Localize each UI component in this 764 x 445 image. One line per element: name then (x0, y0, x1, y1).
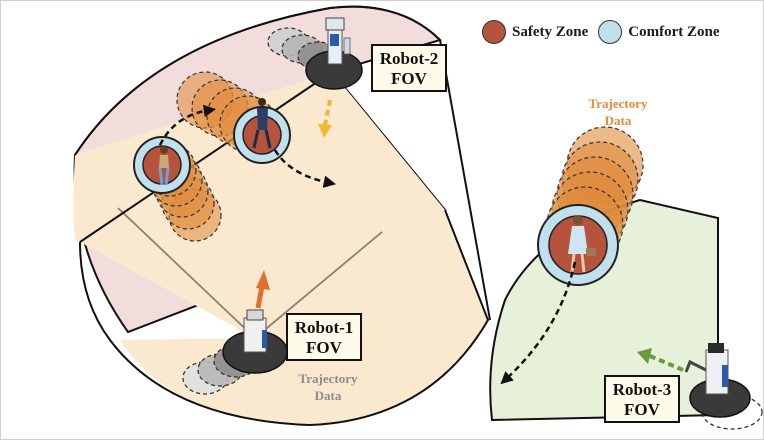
legend: Safety Zone Comfort Zone (482, 18, 729, 46)
robot-1-fov-label: Robot-1 FOV (286, 313, 362, 361)
robot-1-name: Robot-1 (294, 318, 354, 337)
robot-1-trajectory-ghosts (182, 344, 259, 395)
trajectory-label-gray: Trajectory Data (298, 371, 358, 403)
person-head (258, 98, 266, 106)
robot-3-heading-arrow (649, 354, 684, 372)
trajectory-arrow-right (500, 261, 577, 385)
legend-safety-label: Safety Zone (512, 23, 589, 40)
legend-comfort-swatch (598, 20, 623, 44)
person-body (257, 108, 268, 130)
robot-2 (305, 17, 363, 90)
robot-1-heading-arrow (255, 285, 265, 309)
robot-2-fov-label: Robot-2 FOV (371, 44, 447, 92)
person-center-zone (233, 98, 291, 164)
robot-3-name: Robot-3 (612, 380, 672, 399)
robot-3-fov-text: FOV (624, 400, 660, 419)
robot-1-fov-outline (79, 71, 490, 427)
legend-safety-swatch (482, 20, 506, 44)
robot-1-fov-text: FOV (306, 338, 342, 357)
robot-3 (684, 343, 751, 418)
person-head (160, 146, 168, 154)
robot-2-heading-arrow (323, 99, 332, 126)
robot-1-fov-overlap-lines (117, 207, 383, 339)
person-right-zone (537, 204, 619, 286)
robot-1 (222, 309, 288, 374)
robot-2-fov-text: FOV (391, 69, 427, 88)
person-body (568, 226, 588, 254)
robot-2-fov-outline (74, 5, 491, 321)
legend-comfort-label: Comfort Zone (628, 23, 720, 40)
robot-2-name: Robot-2 (379, 49, 439, 68)
person-left-zone (133, 136, 191, 194)
person-body (159, 155, 169, 168)
robot-3-fov-label: Robot-3 FOV (604, 375, 680, 423)
trajectory-arrow-center (273, 149, 337, 188)
trajectory-label-orange: Trajectory Data (588, 96, 648, 128)
person-head (573, 215, 583, 225)
trajectory-arrow-left (158, 104, 217, 146)
